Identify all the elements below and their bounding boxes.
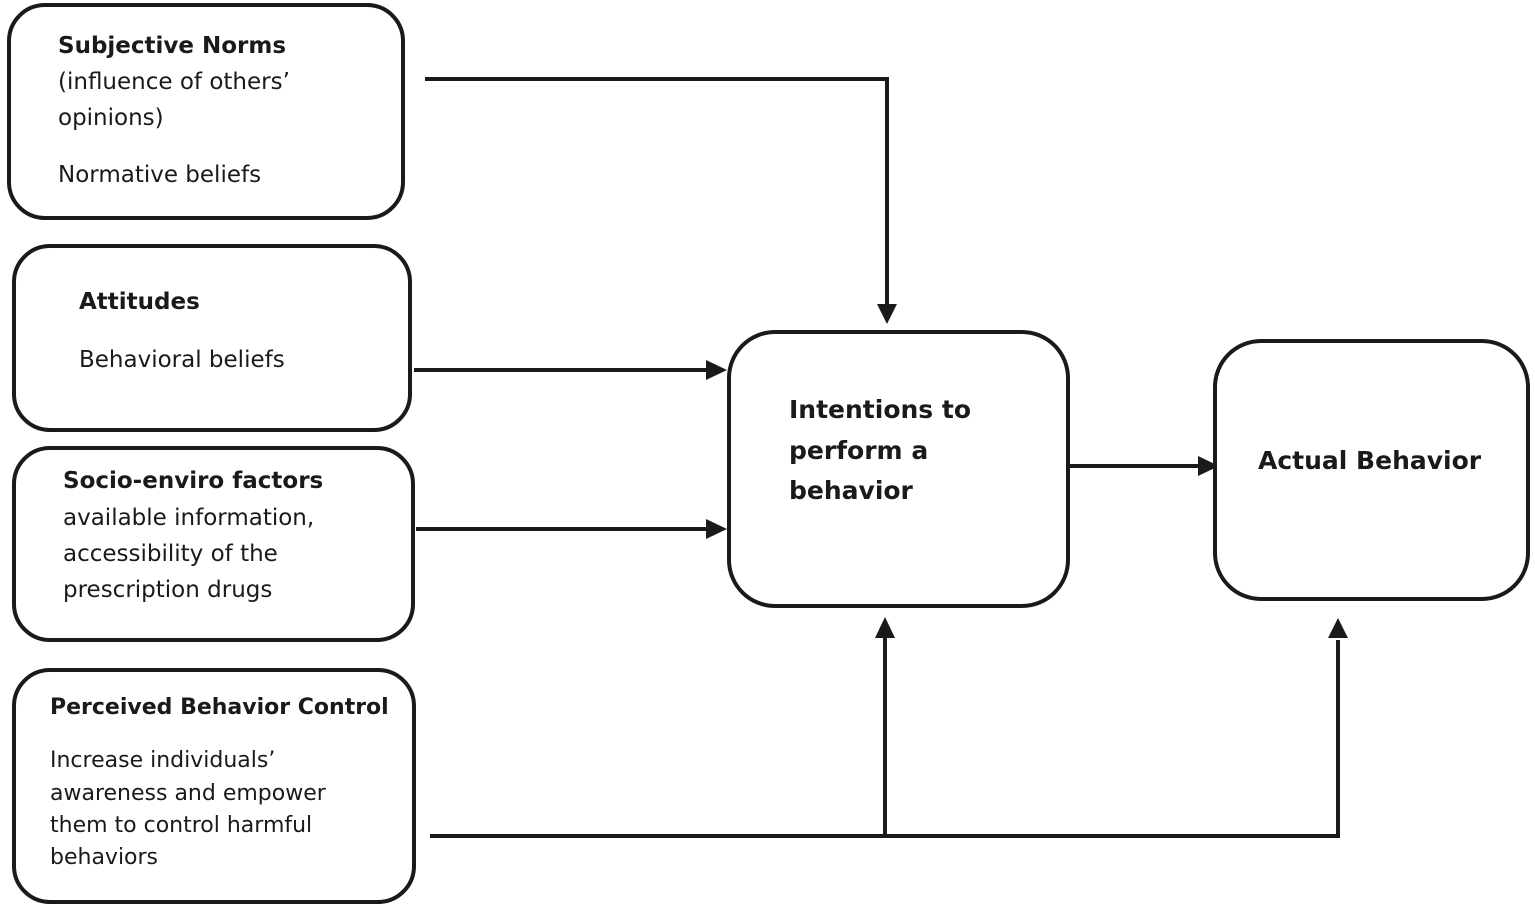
- attitudes-title: Attitudes: [79, 289, 200, 315]
- perceived-control-line4: behaviors: [50, 845, 159, 870]
- subjective-norms-title: Subjective Norms: [58, 33, 287, 59]
- intentions-line3: behavior: [789, 476, 913, 505]
- intentions-line2: perform a: [789, 436, 929, 465]
- subjective-norms-box: [7, 3, 405, 220]
- socio-enviro-box: [12, 446, 415, 642]
- arrowhead-socio-enviro: [706, 519, 727, 539]
- intentions-line1: Intentions to: [789, 395, 972, 424]
- arrowhead-intentions: [1198, 456, 1219, 476]
- attitudes-beliefs: Behavioral beliefs: [79, 347, 285, 373]
- actual-behavior-label: Actual Behavior: [1258, 446, 1482, 475]
- attitudes-box: [12, 244, 412, 432]
- subjective-norms-beliefs: Normative beliefs: [58, 162, 262, 188]
- socio-enviro-title: Socio-enviro factors: [63, 468, 324, 494]
- arrow-subjective-norms-to-intentions: [425, 77, 889, 310]
- socio-enviro-line1: available information,: [63, 505, 315, 531]
- subjective-norms-desc-line1: (influence of others’: [58, 69, 290, 95]
- perceived-control-line1: Increase individuals’: [50, 748, 276, 773]
- perceived-control-title: Perceived Behavior Control: [50, 695, 389, 720]
- actual-behavior-box: [1213, 339, 1530, 601]
- socio-enviro-line3: prescription drugs: [63, 577, 273, 603]
- line-perceived-control-base: [430, 640, 1340, 838]
- arrowhead-subjective-norms: [877, 304, 897, 324]
- intentions-box: [727, 330, 1070, 608]
- socio-enviro-line2: accessibility of the: [63, 541, 278, 567]
- arrowhead-perceived-control: [875, 617, 895, 638]
- perceived-control-line3: them to control harmful: [50, 813, 313, 838]
- arrowhead-to-actual-behavior: [1328, 618, 1348, 638]
- arrowhead-attitudes: [706, 360, 727, 380]
- subjective-norms-desc-line2: opinions): [58, 105, 164, 131]
- perceived-control-box: [12, 668, 416, 904]
- perceived-control-line2: awareness and empower: [50, 781, 326, 806]
